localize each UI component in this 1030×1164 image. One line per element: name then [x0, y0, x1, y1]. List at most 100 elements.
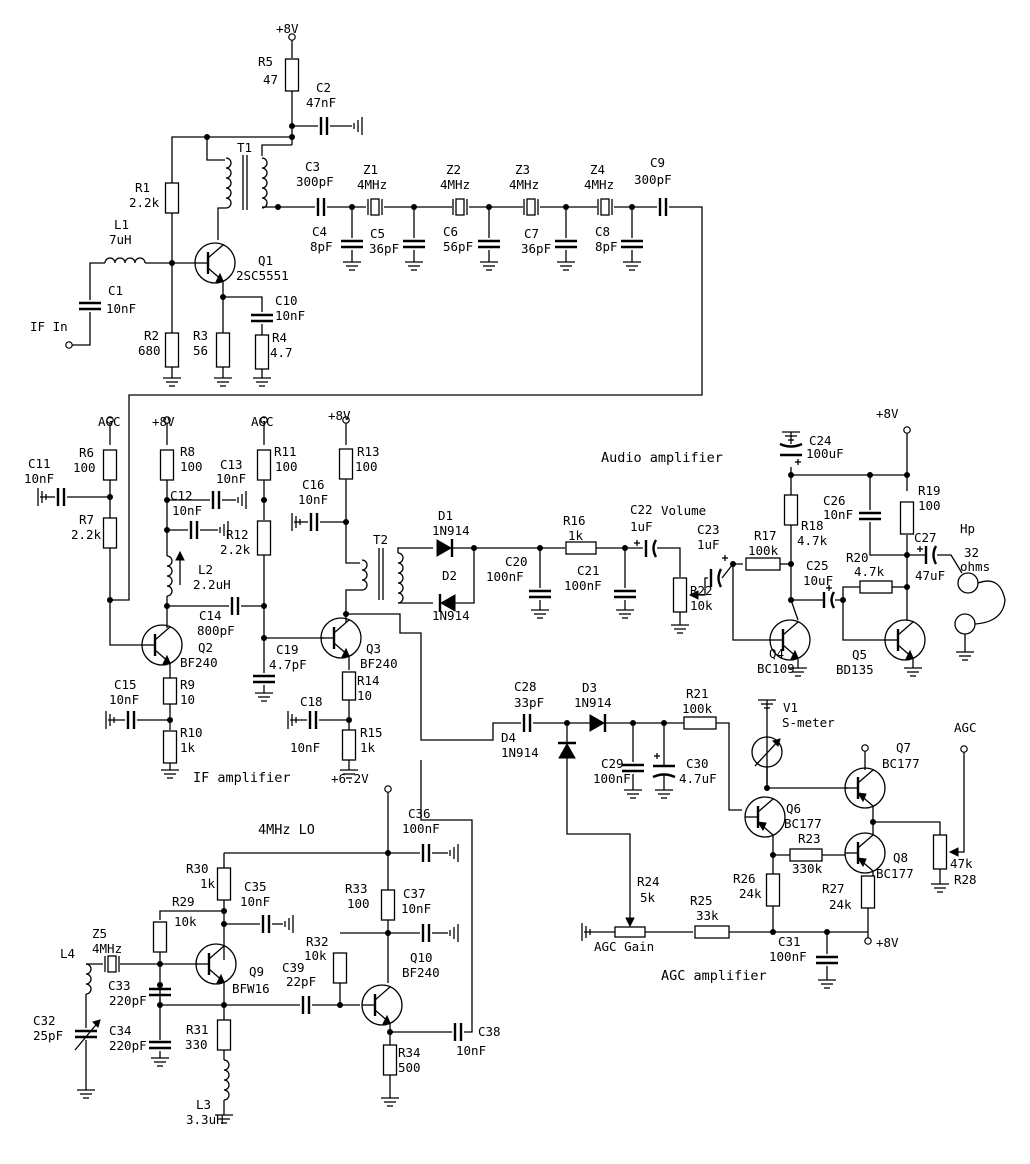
- capacitor-c16: [309, 513, 319, 531]
- wire: [223, 296, 263, 312]
- resistor-r4: [254, 334, 270, 370]
- label-z5: Z5: [92, 926, 107, 941]
- capacitor-c30: [652, 753, 676, 779]
- value-q10: BF240: [402, 965, 440, 980]
- ground: [449, 924, 459, 942]
- resistor-r17: [745, 557, 781, 571]
- wire: [842, 586, 860, 600]
- resistor-r2: [164, 332, 180, 368]
- label-c1: C1: [108, 283, 123, 298]
- label-c10: C10: [275, 293, 298, 308]
- label-r11: R11: [274, 444, 297, 459]
- label-r6: R6: [79, 445, 94, 460]
- value-r5: 47: [263, 72, 278, 87]
- label-c33: C33: [108, 978, 131, 993]
- junction-dot: [107, 597, 113, 603]
- transistor-q6: [744, 796, 786, 838]
- label-r23: R23: [798, 831, 821, 846]
- terminal-plus8v-r13: [342, 416, 350, 424]
- value-c5: 36pF: [369, 241, 399, 256]
- terminal-plus6v2: [384, 785, 392, 793]
- value-z3: 4MHz: [509, 177, 539, 192]
- capacitor-c31: [816, 955, 838, 965]
- label-q6: Q6: [786, 801, 801, 816]
- wire: [263, 555, 324, 639]
- value-c35: 10nF: [240, 894, 270, 909]
- capacitor-c7: [555, 239, 577, 249]
- wire: [873, 821, 941, 835]
- ground: [215, 1114, 233, 1124]
- label-c34: C34: [109, 1023, 132, 1038]
- transistor-q7: [844, 767, 886, 809]
- label-r33: R33: [345, 881, 368, 896]
- ground: [381, 1097, 399, 1107]
- capacitor-c20: [529, 589, 551, 599]
- label-c9: C9: [650, 155, 665, 170]
- junction-dot: [764, 785, 770, 791]
- capacitor-c13: [211, 491, 221, 509]
- wire: [171, 136, 292, 183]
- label-q2: Q2: [198, 640, 213, 655]
- value-l2: 2.2uH: [193, 577, 231, 592]
- value-r10: 1k: [180, 740, 196, 755]
- label-r16: R16: [563, 513, 586, 528]
- ground: [480, 261, 498, 271]
- ground: [77, 1089, 95, 1099]
- label-c11: C11: [28, 456, 51, 471]
- value-c27: 47uF: [915, 568, 945, 583]
- label-r10: R10: [180, 725, 203, 740]
- label-r12: R12: [226, 527, 249, 542]
- value-r14: 10: [357, 688, 372, 703]
- value-r1: 2.2k: [129, 195, 160, 210]
- wire: [657, 547, 681, 577]
- label-q3: Q3: [366, 641, 381, 656]
- label-q9: Q9: [249, 964, 264, 979]
- ground: [255, 692, 273, 702]
- label-c32: C32: [33, 1013, 56, 1028]
- ground: [624, 789, 642, 799]
- capacitor-c10: [251, 313, 273, 323]
- resistor-r21: [683, 716, 717, 730]
- resistor-r32: [332, 952, 348, 984]
- resistor-r20: [859, 580, 893, 594]
- capacitor-c21: [614, 589, 636, 599]
- ground: [449, 844, 459, 862]
- junction-dot: [157, 1002, 163, 1008]
- label-agc-2: AGC: [251, 414, 274, 429]
- label-c31: C31: [778, 934, 801, 949]
- label-c12: C12: [170, 488, 193, 503]
- value-r34: 500: [398, 1060, 421, 1075]
- capacitor-c18: [308, 711, 318, 729]
- value-r21: 100k: [682, 701, 713, 716]
- junction-dot: [471, 545, 477, 551]
- value-c8: 8pF: [595, 239, 618, 254]
- capacitor-c8: [621, 239, 643, 249]
- terminal-plus8v-agc: [864, 937, 872, 945]
- transistor-q10: [361, 984, 403, 1026]
- wire: [159, 910, 224, 920]
- value-r27: 24k: [829, 897, 852, 912]
- transformer-t1-primary: [225, 157, 232, 209]
- resistor-r12: [256, 520, 272, 556]
- label-r9: R9: [180, 677, 195, 692]
- value-c18: 10nF: [290, 740, 320, 755]
- wire: [397, 547, 433, 553]
- label-volume: Volume: [661, 503, 706, 518]
- label-r25: R25: [690, 893, 713, 908]
- value-r6: 100: [73, 460, 96, 475]
- capacitor-c28: [522, 714, 532, 732]
- value-q1: 2SC5551: [236, 268, 289, 283]
- label-d2: D2: [442, 568, 457, 583]
- capacitor-c37: [421, 924, 431, 942]
- resistor-r31: [216, 1019, 232, 1051]
- value-q4: BC109: [757, 661, 795, 676]
- ground: [105, 711, 115, 729]
- label-hp-ohms-1: 32: [964, 545, 979, 560]
- value-c19: 4.7pF: [269, 657, 307, 672]
- capacitor-c4: [341, 239, 363, 249]
- label-c13: C13: [220, 457, 243, 472]
- transformer-t2-primary: [361, 559, 368, 591]
- ground: [291, 513, 301, 531]
- value-c16: 10nF: [298, 492, 328, 507]
- label-c36: C36: [408, 806, 431, 821]
